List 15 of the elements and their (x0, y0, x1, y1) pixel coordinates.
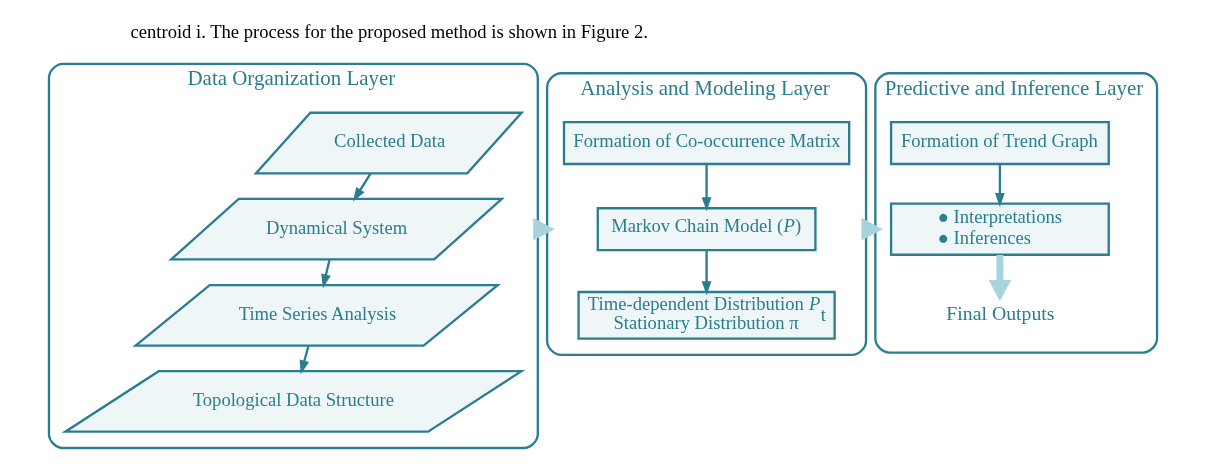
arrow (701, 164, 712, 212)
arrow (988, 255, 1012, 302)
node-box: ● Interpretations ● Inferences (889, 202, 1110, 256)
arrow (353, 172, 372, 202)
arrow (321, 259, 331, 289)
arrow (995, 164, 1005, 208)
node-box: Formation of Trend Graph (889, 120, 1110, 166)
label: centroid i. The process for the proposed method is shown in Figure 2. (130, 21, 648, 43)
node-box: Formation of Co-occurrence Matrix (562, 120, 851, 166)
arrow (701, 250, 712, 296)
node-box: Markov Chain Model (P) (596, 207, 817, 252)
arrow (533, 217, 555, 241)
arrow (299, 345, 310, 375)
node-text: Final Outputs (946, 302, 1055, 325)
arrow (861, 217, 883, 241)
